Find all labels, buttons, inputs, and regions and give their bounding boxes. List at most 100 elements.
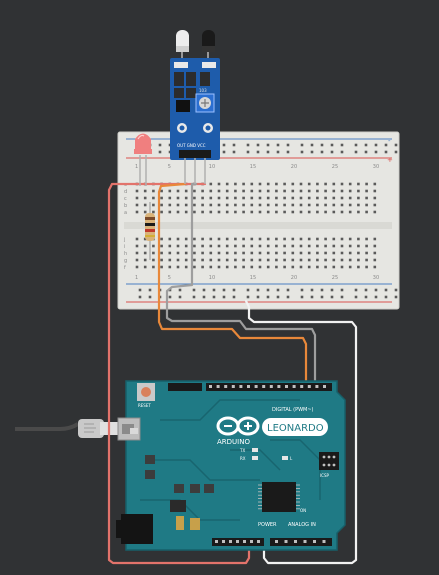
breadboard-hole bbox=[299, 237, 303, 241]
arduino-leonardo-board[interactable]: DIGITAL (PWM~) RESET ARDUINO LEONARDO TX… bbox=[116, 380, 346, 551]
digital-pin[interactable] bbox=[285, 385, 288, 388]
breadboard-hole bbox=[357, 210, 360, 214]
breadboard-hole bbox=[209, 196, 213, 200]
digital-pin[interactable] bbox=[300, 385, 304, 388]
rail-hole bbox=[374, 295, 378, 299]
power-pin[interactable] bbox=[257, 540, 260, 543]
breadboard-hole bbox=[316, 244, 319, 248]
breadboard-hole bbox=[160, 196, 163, 200]
digital-pin[interactable] bbox=[224, 385, 228, 388]
breadboard-hole bbox=[299, 182, 303, 186]
ir-sensor-module[interactable]: 103 OUT GND VCC bbox=[170, 30, 220, 184]
breadboard-hole bbox=[357, 189, 360, 193]
breadboard-hole bbox=[373, 244, 377, 248]
breadboard-hole bbox=[160, 244, 163, 248]
breadboard-hole bbox=[324, 251, 327, 255]
breadboard-hole bbox=[340, 203, 344, 207]
digital-pin[interactable] bbox=[262, 385, 266, 388]
analog-pin[interactable] bbox=[313, 540, 316, 543]
rail-hole bbox=[168, 295, 172, 299]
breadboard-hole bbox=[275, 210, 278, 214]
resistor[interactable] bbox=[145, 202, 155, 260]
breadboard-hole bbox=[234, 189, 237, 193]
analog-pin[interactable] bbox=[284, 540, 288, 543]
digital-pin[interactable] bbox=[254, 385, 258, 388]
column-number: 25 bbox=[332, 164, 338, 170]
breadboard-hole bbox=[340, 210, 344, 214]
microcontroller-chip bbox=[262, 482, 296, 512]
breadboard-hole bbox=[193, 237, 196, 241]
breadboard-hole bbox=[201, 210, 204, 214]
icsp-label: ICSP bbox=[320, 473, 330, 478]
breadboard-hole bbox=[340, 244, 344, 248]
breadboard-hole bbox=[234, 237, 237, 241]
breadboard-hole bbox=[250, 196, 254, 200]
power-pin[interactable] bbox=[236, 540, 239, 543]
breadboard-hole bbox=[324, 258, 327, 262]
rx-label: RX bbox=[240, 456, 246, 461]
breadboard-hole bbox=[217, 251, 221, 255]
wire-signal[interactable] bbox=[157, 182, 308, 387]
breadboard-hole bbox=[152, 244, 155, 248]
wire-vcc[interactable] bbox=[107, 182, 251, 565]
power-pin[interactable] bbox=[243, 540, 246, 543]
rail-hole bbox=[256, 288, 260, 292]
breadboard-hole bbox=[283, 182, 286, 186]
digital-pin[interactable] bbox=[231, 385, 235, 388]
rail-hole bbox=[320, 143, 324, 147]
analog-pin[interactable] bbox=[275, 540, 278, 543]
breadboard-hole bbox=[258, 265, 262, 269]
rail-hole bbox=[158, 150, 162, 154]
on-label: ON bbox=[300, 508, 306, 513]
red-led[interactable] bbox=[134, 133, 152, 187]
power-pin[interactable] bbox=[222, 540, 225, 543]
power-pin[interactable] bbox=[229, 540, 232, 543]
digital-pin[interactable] bbox=[209, 385, 212, 388]
power-pin[interactable] bbox=[250, 540, 253, 543]
breadboard-hole bbox=[266, 265, 270, 269]
digital-pin[interactable] bbox=[239, 385, 243, 388]
digital-pin[interactable] bbox=[307, 385, 311, 388]
reset-button[interactable] bbox=[137, 383, 155, 401]
row-letter: j bbox=[123, 237, 125, 243]
breadboard-hole bbox=[357, 237, 360, 241]
column-number: 30 bbox=[373, 275, 379, 281]
analog-pin[interactable] bbox=[294, 540, 297, 543]
breadboard-hole bbox=[250, 182, 254, 186]
breadboard-hole bbox=[234, 251, 237, 255]
breadboard-hole bbox=[250, 251, 254, 255]
digital-pin[interactable] bbox=[247, 385, 250, 388]
power-jack[interactable] bbox=[121, 514, 153, 544]
rail-hole bbox=[138, 295, 142, 299]
breadboard-hole bbox=[217, 182, 221, 186]
breadboard-hole bbox=[258, 237, 262, 241]
breadboard-hole bbox=[225, 203, 229, 207]
rail-hole bbox=[178, 288, 182, 292]
breadboard-hole bbox=[299, 189, 303, 193]
breadboard-hole bbox=[299, 258, 303, 262]
breadboard-hole bbox=[266, 210, 270, 214]
row-letter: g bbox=[124, 258, 127, 264]
rail-hole bbox=[394, 288, 398, 292]
breadboard-hole bbox=[135, 189, 139, 193]
rail-hole bbox=[354, 295, 358, 299]
power-pin[interactable] bbox=[215, 540, 218, 543]
wire-gnd[interactable] bbox=[244, 299, 358, 565]
rail-hole bbox=[340, 150, 344, 154]
breadboard-hole bbox=[143, 237, 147, 241]
digital-pin[interactable] bbox=[315, 385, 319, 388]
analog-pin[interactable] bbox=[322, 540, 326, 543]
rail-hole bbox=[300, 143, 304, 147]
analog-pin[interactable] bbox=[303, 540, 307, 543]
rail-hole bbox=[286, 295, 290, 299]
breadboard-hole bbox=[316, 182, 319, 186]
digital-pin[interactable] bbox=[277, 385, 281, 388]
digital-pin[interactable] bbox=[269, 385, 273, 388]
digital-pin[interactable] bbox=[292, 385, 296, 388]
digital-pin[interactable] bbox=[323, 385, 326, 388]
breadboard-hole bbox=[299, 251, 303, 255]
digital-pin[interactable] bbox=[216, 385, 220, 388]
breadboard-hole bbox=[184, 258, 188, 262]
wire-gray[interactable] bbox=[165, 182, 317, 387]
breadboard-hole bbox=[365, 189, 368, 193]
